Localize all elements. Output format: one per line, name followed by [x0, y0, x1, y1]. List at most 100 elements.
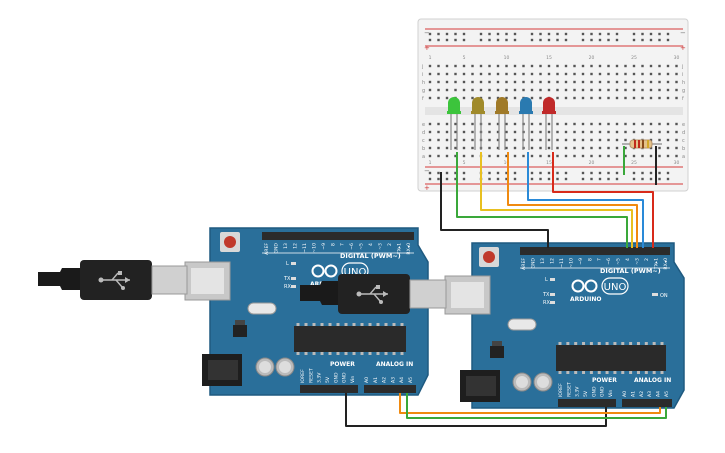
breadboard-hole	[462, 138, 466, 142]
breadboard-hole	[547, 122, 551, 126]
right-digital-header	[520, 247, 670, 255]
led-group[interactable]	[447, 97, 556, 150]
breadboard-hole	[428, 64, 432, 68]
breadboard-hole	[573, 130, 576, 134]
breadboard-hole	[564, 122, 568, 126]
breadboard-hole	[547, 130, 551, 134]
top-rail-hole	[428, 32, 432, 36]
right-rx-led	[550, 301, 555, 304]
breadboard-hole	[632, 72, 636, 76]
breadboard-hole	[539, 122, 542, 126]
bottom-rail-hole	[590, 177, 593, 181]
row-letter: h	[682, 80, 685, 86]
breadboard-hole	[437, 154, 440, 158]
wire-i2c-orange[interactable]	[399, 393, 661, 414]
breadboard-hole	[564, 80, 568, 84]
chip-pin	[621, 371, 625, 374]
breadboard-hole	[556, 138, 559, 142]
bottom-rail-hole	[649, 177, 653, 181]
top-rail-hole	[479, 38, 483, 42]
top-rail-hole	[615, 38, 619, 42]
led[interactable]	[447, 97, 461, 150]
wire-gnd-black[interactable]	[440, 172, 549, 248]
top-rail-hole	[632, 32, 636, 36]
chip-pin	[392, 323, 396, 326]
breadboard-hole	[598, 138, 602, 142]
bottom-rail-hole	[462, 177, 466, 181]
row-letter: g	[422, 88, 425, 94]
pin-label: 7	[340, 243, 346, 246]
pin-label: A2	[639, 391, 645, 397]
led[interactable]	[471, 97, 485, 150]
resistor-band-1	[634, 140, 636, 148]
row-letter: j	[421, 64, 423, 70]
breadboard-hole	[539, 80, 542, 84]
breadboard-hole	[522, 80, 525, 84]
right-rx-label: RX	[543, 300, 550, 306]
bottom-rail-hole	[445, 171, 449, 175]
column-number: 10	[504, 55, 510, 61]
wire-group[interactable]	[345, 146, 667, 427]
wire-yellow[interactable]	[480, 152, 633, 248]
left-tx-led	[291, 277, 296, 280]
breadboard-hole	[581, 146, 585, 150]
breadboard-hole	[556, 64, 559, 68]
pin-label: ~10	[568, 258, 574, 268]
column-number: 25	[631, 160, 637, 166]
breadboard-hole	[573, 80, 576, 84]
breadboard-hole	[598, 96, 602, 100]
chip-pin	[558, 342, 562, 345]
top-rail-hole	[649, 38, 653, 42]
breadboard-hole	[615, 72, 619, 76]
column-number: 20	[589, 55, 595, 61]
breadboard-hole	[445, 64, 449, 68]
breadboard-hole	[675, 96, 678, 100]
breadboard-hole	[573, 72, 576, 76]
led[interactable]	[542, 97, 556, 150]
breadboard-hole	[547, 154, 551, 158]
rail-minus-label-bl: −	[424, 167, 430, 175]
right-chip-pins	[558, 342, 664, 374]
breadboard-hole	[581, 72, 585, 76]
wire-i2c-green[interactable]	[406, 393, 667, 419]
led[interactable]	[495, 97, 509, 150]
breadboard-hole	[513, 146, 517, 150]
row-letter: e	[682, 122, 685, 128]
chip-pin	[296, 352, 300, 355]
breadboard-hole	[505, 122, 508, 126]
breadboard-hole	[675, 154, 678, 158]
top-rail-hole	[581, 32, 585, 36]
resistor[interactable]	[622, 139, 662, 149]
left-rx-label: RX	[284, 284, 291, 290]
breadboard-hole	[479, 88, 483, 92]
breadboard-hole	[649, 64, 653, 68]
right-logo-loop-a	[571, 279, 585, 293]
wire-i2c-gnd-black[interactable]	[345, 393, 607, 427]
usb-cable-left[interactable]	[38, 260, 188, 300]
usb-cable-right[interactable]	[300, 274, 447, 314]
pin-label: A2	[382, 377, 388, 383]
breadboard-hole	[462, 130, 466, 134]
pin-label: A4	[399, 377, 405, 383]
chip-pin	[582, 371, 586, 374]
breadboard-hole	[556, 122, 559, 126]
breadboard-hole	[479, 64, 483, 68]
breadboard-hole	[513, 96, 517, 100]
wire-blue[interactable]	[527, 152, 644, 248]
breadboard-hole	[488, 88, 491, 92]
wire-green[interactable]	[456, 152, 628, 248]
top-rail-hole	[539, 38, 542, 42]
top-rail-hole	[598, 32, 602, 36]
right-brand-text: ARDUINO	[570, 296, 601, 303]
led[interactable]	[519, 97, 533, 150]
left-usb-plug-metal	[151, 265, 188, 295]
wire-orange[interactable]	[507, 152, 638, 248]
bottom-rail-hole	[437, 171, 440, 175]
wire-red[interactable]	[552, 152, 654, 248]
pin-label: IOREF	[300, 369, 306, 383]
breadboard-hole	[530, 154, 534, 158]
